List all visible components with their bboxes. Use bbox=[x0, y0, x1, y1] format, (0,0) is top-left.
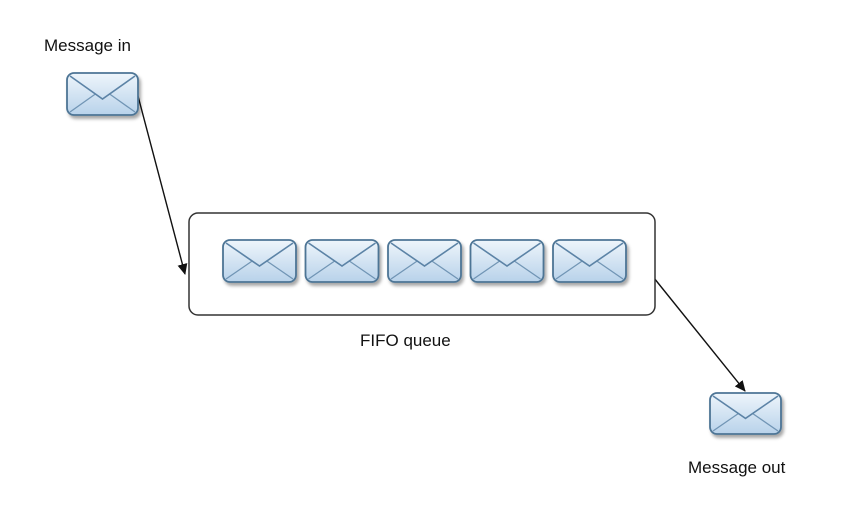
message-out-label: Message out bbox=[688, 458, 786, 477]
queue-label: FIFO queue bbox=[360, 331, 451, 350]
arrow-out-of-queue bbox=[653, 277, 746, 392]
queued-message-envelope-icon bbox=[552, 239, 627, 283]
queued-message-envelope-icon bbox=[469, 239, 545, 283]
queued-message-envelope-icon bbox=[222, 239, 297, 283]
queue-messages bbox=[222, 239, 627, 283]
message-in-label: Message in bbox=[44, 36, 131, 55]
incoming-message-envelope-icon bbox=[66, 72, 139, 116]
arrow-into-queue bbox=[137, 95, 188, 275]
queued-message-envelope-icon bbox=[387, 239, 462, 283]
queued-message-envelope-icon bbox=[304, 239, 380, 283]
outgoing-message-envelope-icon bbox=[709, 392, 782, 435]
